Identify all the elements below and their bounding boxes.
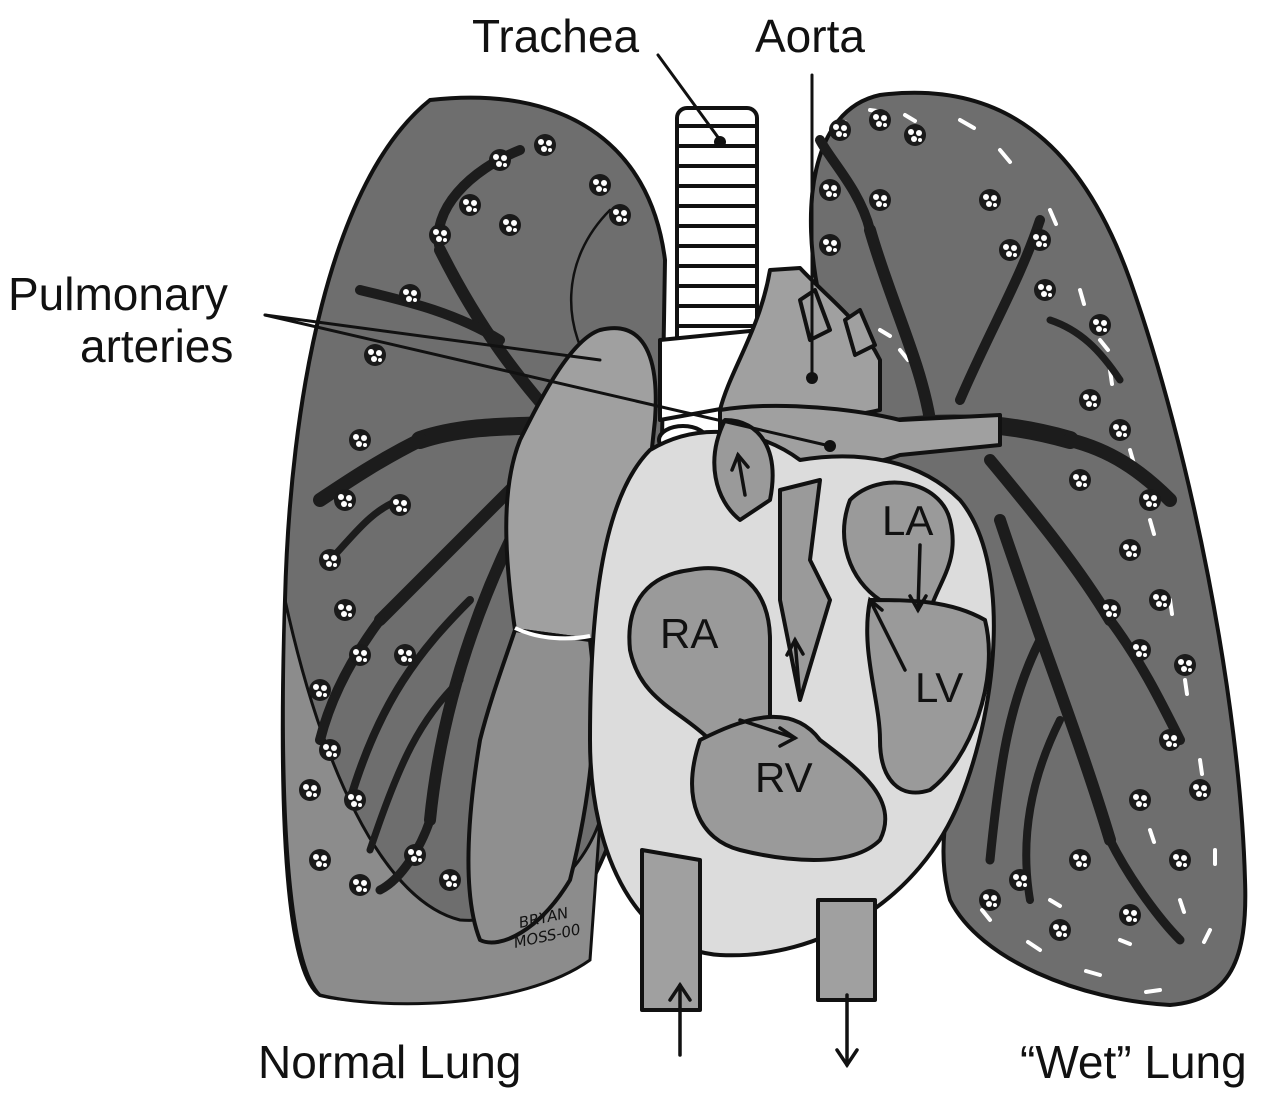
rv-label: RV <box>755 754 813 801</box>
pulmonary-arteries-label-line2: arteries <box>80 320 233 372</box>
aorta-label: Aorta <box>755 10 865 62</box>
wet-lung-label: “Wet” Lung <box>1020 1036 1247 1088</box>
ra-label: RA <box>660 610 718 657</box>
normal-lung-label: Normal Lung <box>258 1036 521 1088</box>
la-label: LA <box>882 497 933 544</box>
lv-label: LV <box>915 664 963 711</box>
trachea-label: Trachea <box>472 10 639 62</box>
pulmonary-arteries-label-line1: Pulmonary <box>8 268 228 320</box>
